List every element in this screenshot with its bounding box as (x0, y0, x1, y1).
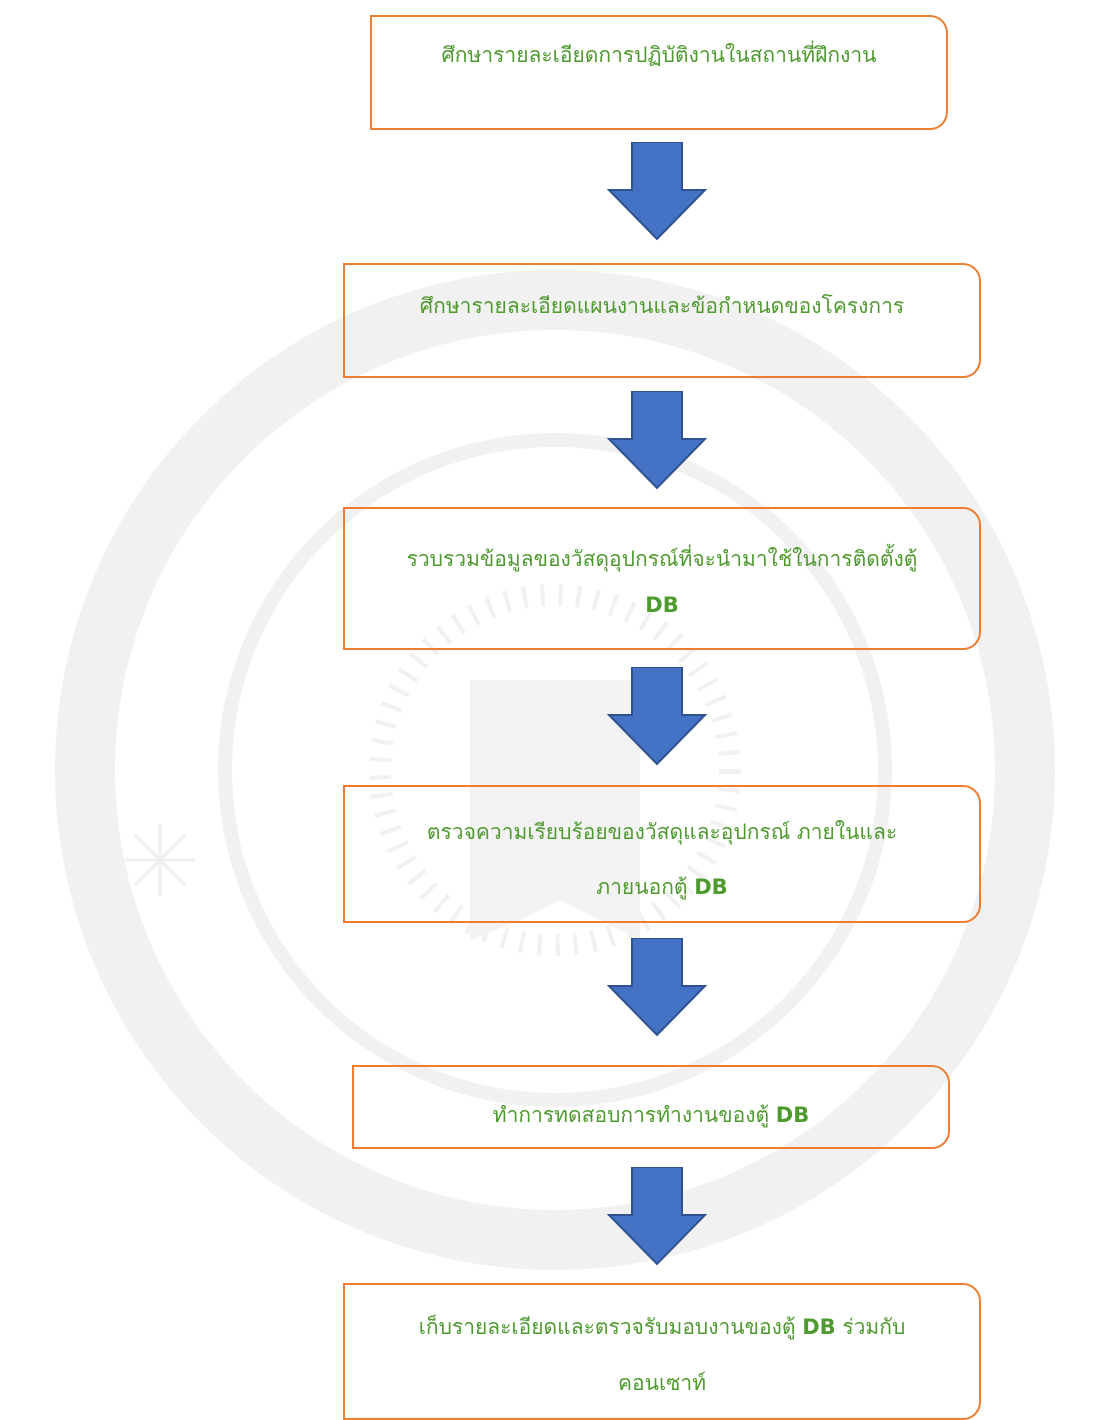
down-arrow-icon (607, 142, 707, 241)
step-box-gather-materials: รวบรวมข้อมูลของวัสดุอุปกรณ์ที่จะนำมาใช้ใ… (343, 507, 981, 650)
step-box-inspect-materials: ตรวจความเรียบร้อยของวัสดุและอุปกรณ์ ภายใ… (343, 785, 981, 923)
step-text-line-2: ภายนอกตู้ DB (596, 875, 728, 899)
step-text-line-2: คอนเซาท์ (617, 1371, 707, 1395)
down-arrow-icon (607, 391, 707, 490)
step-text-line-2: DB (645, 593, 679, 617)
step-text: ศึกษารายละเอียดการปฏิบัติงานในสถานที่ฝึก… (441, 43, 877, 67)
down-arrow-icon (607, 667, 707, 766)
step-text-line-1: รวบรวมข้อมูลของวัสดุอุปกรณ์ที่จะนำมาใช้ใ… (406, 547, 918, 571)
down-arrow-icon (607, 1167, 707, 1266)
step-text: ศึกษารายละเอียดแผนงานและข้อกำหนดของโครงก… (419, 294, 905, 318)
step-box-study-plan: ศึกษารายละเอียดแผนงานและข้อกำหนดของโครงก… (343, 263, 981, 378)
step-text-line-1: เก็บรายละเอียดและตรวจรับมอบงานของตู้ DB … (418, 1315, 906, 1339)
step-box-test-db: ทำการทดสอบการทำงานของตู้ DB (352, 1065, 950, 1149)
step-box-handover: เก็บรายละเอียดและตรวจรับมอบงานของตู้ DB … (343, 1283, 981, 1420)
step-text: ทำการทดสอบการทำงานของตู้ DB (492, 1103, 810, 1127)
down-arrow-icon (607, 938, 707, 1037)
step-text-line-1: ตรวจความเรียบร้อยของวัสดุและอุปกรณ์ ภายใ… (426, 820, 898, 844)
step-box-study-workplace: ศึกษารายละเอียดการปฏิบัติงานในสถานที่ฝึก… (370, 15, 948, 130)
